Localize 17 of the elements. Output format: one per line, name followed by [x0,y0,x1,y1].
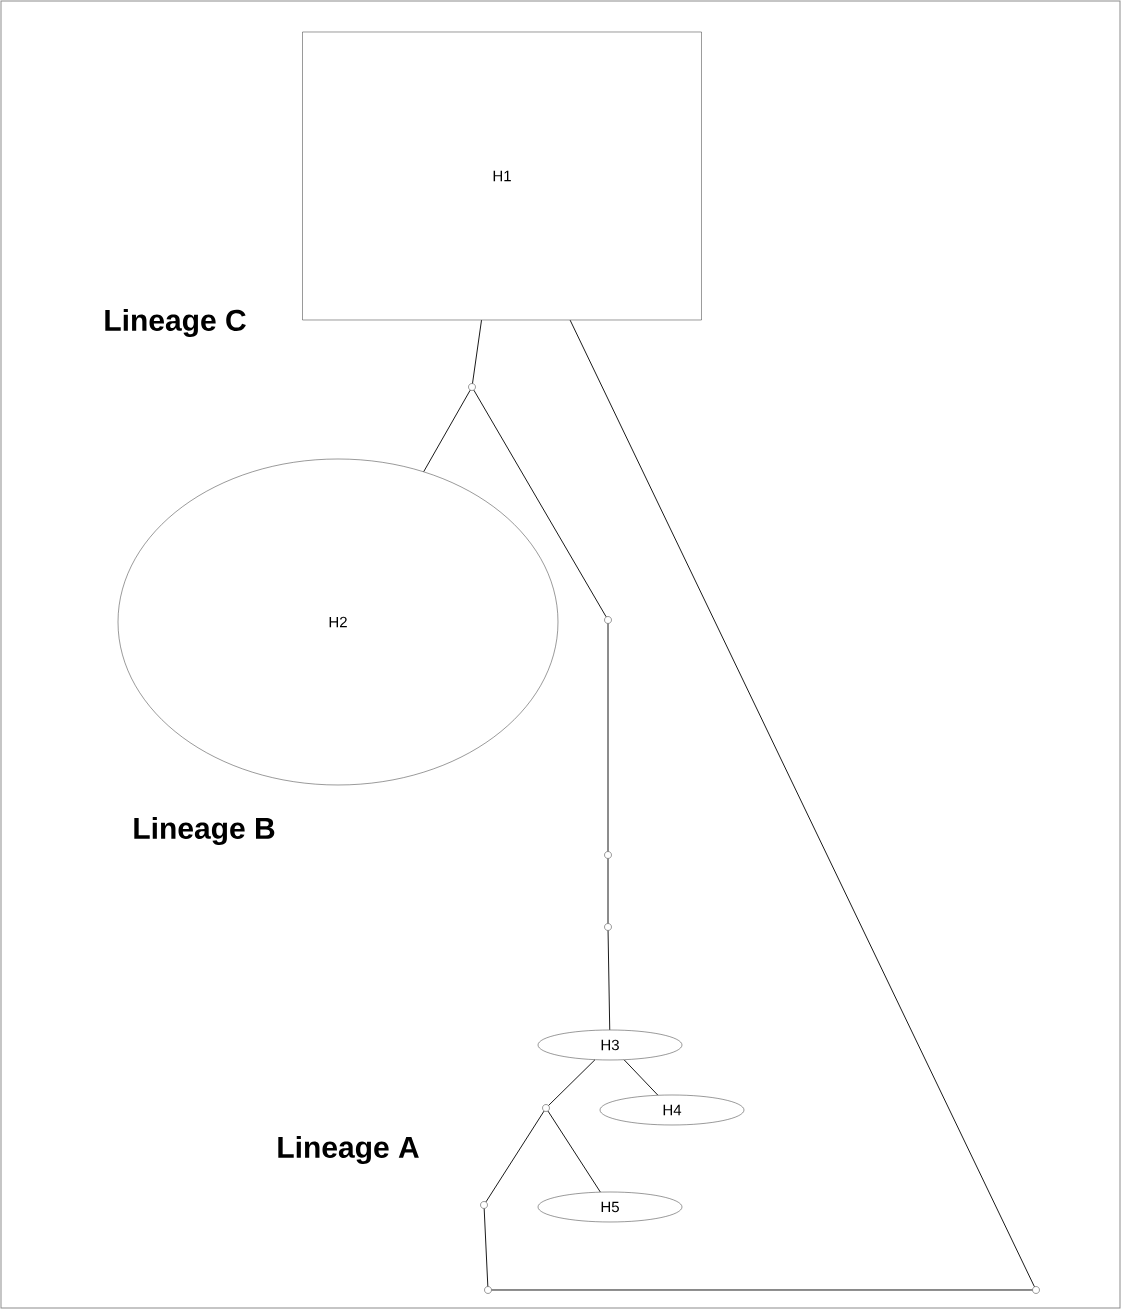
lineage-label: Lineage A [278,1135,419,1165]
network-link [623,1059,659,1096]
network-link [607,623,609,852]
network-link [607,858,609,924]
network-link [491,1289,1033,1291]
network-link [485,1110,545,1203]
network-link [423,389,471,473]
network-link [569,319,1035,1288]
lineage-label: Lineage C [105,308,246,338]
network-link [473,389,607,618]
network-link [472,319,482,384]
haplotype-box: H1 [302,31,702,321]
lineage-label: Lineage B [134,816,275,846]
network-link [547,1110,601,1193]
network-link [548,1059,596,1106]
network-link [607,930,611,1031]
network-link [483,1208,489,1287]
